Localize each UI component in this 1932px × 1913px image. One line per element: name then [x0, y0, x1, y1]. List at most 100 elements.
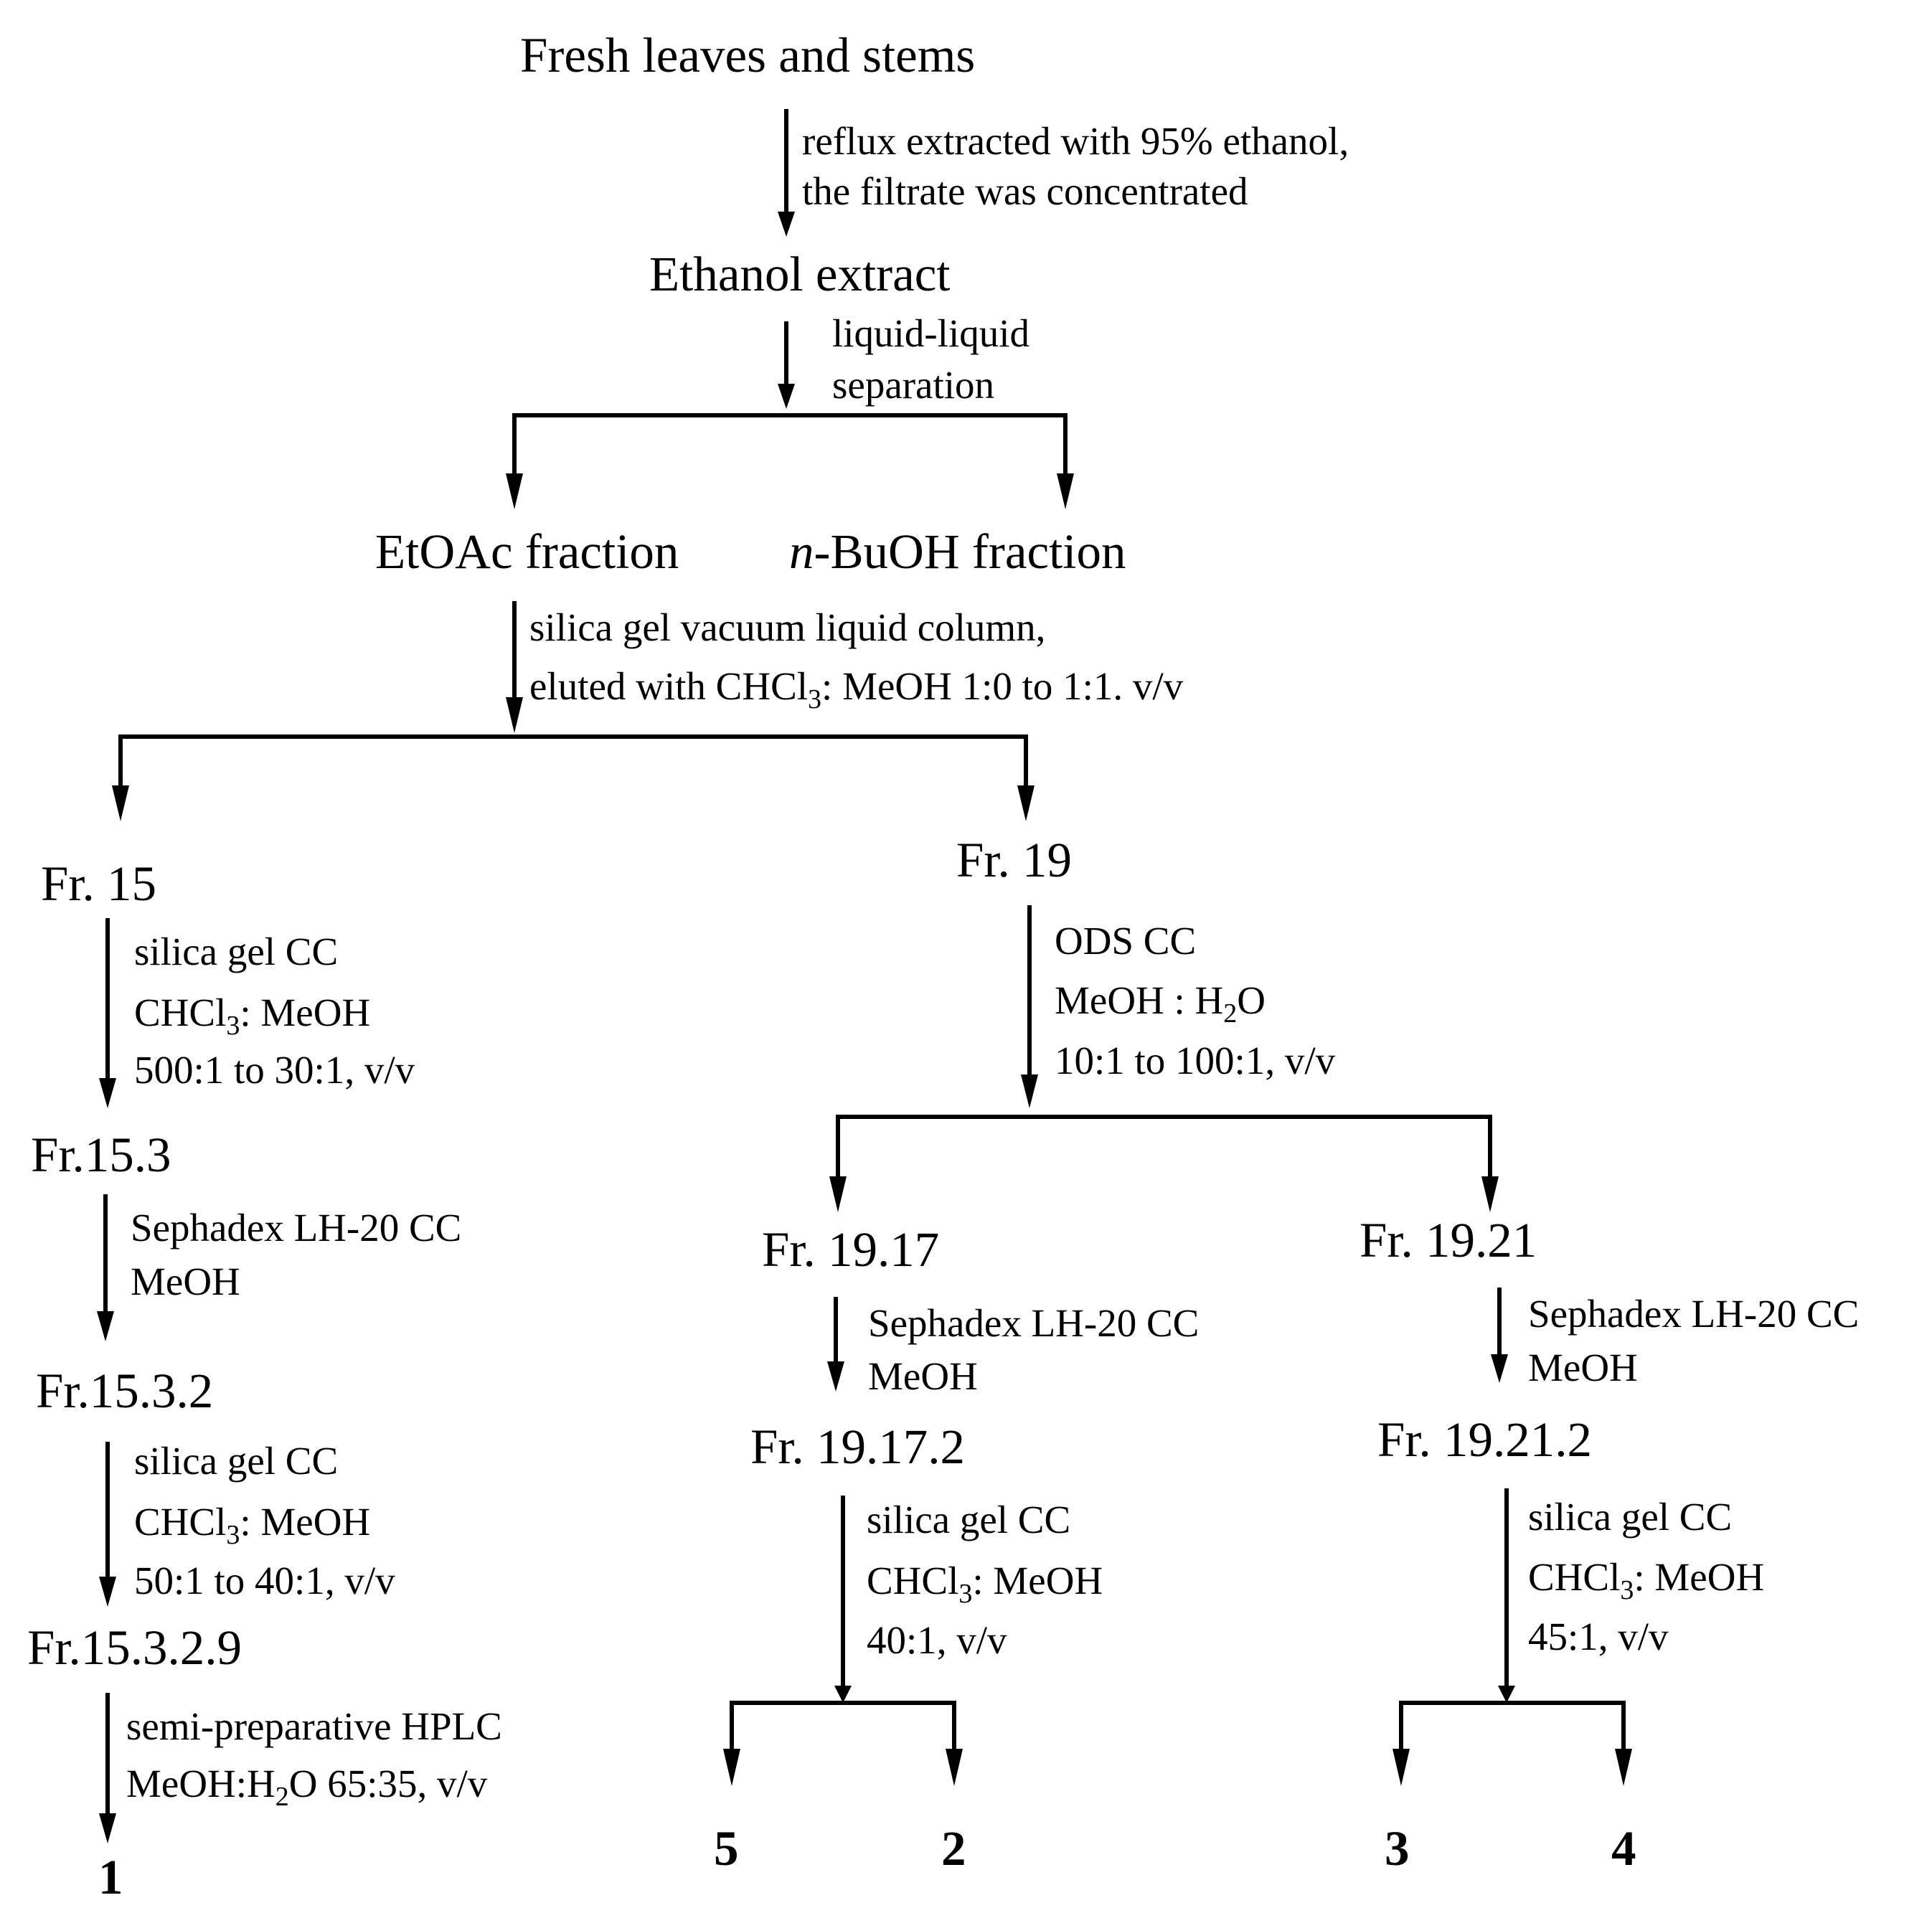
- arrow-head-icon: [99, 1078, 116, 1108]
- fr15-solvent: CHCl: [134, 991, 226, 1034]
- arrow-head-icon: [723, 1749, 740, 1786]
- products: 1 5 2 3 4: [98, 1821, 1636, 1904]
- split-bar-fr19-sub: [836, 1115, 1492, 1176]
- arrow-head-icon: [506, 473, 523, 509]
- step-fr15-3-2-line1: silica gel CC: [134, 1439, 338, 1483]
- arrow-head-icon: [778, 212, 795, 237]
- vlc-subscript: 3: [808, 684, 821, 714]
- fr1532-solvent-rest: : MeOH: [240, 1500, 370, 1544]
- arrow-head-icon: [1491, 1354, 1508, 1383]
- step-fr15-3-2-line3: 50:1 to 40:1, v/v: [134, 1559, 395, 1602]
- node-fr19-21: Fr. 19.21: [1360, 1213, 1537, 1267]
- fr1532-solvent: CHCl: [134, 1500, 226, 1544]
- fr19212-subscript: 3: [1620, 1575, 1634, 1605]
- step-fr19-17-line2: MeOH: [868, 1354, 978, 1398]
- node-fr19: Fr. 19: [956, 833, 1072, 887]
- step-fr19-17-2-line3: 40:1, v/v: [867, 1618, 1007, 1662]
- node-buoh-fraction: n-BuOH fraction: [789, 524, 1126, 579]
- split-bar-products-3-4: [1399, 1701, 1626, 1750]
- compound-3: 3: [1385, 1821, 1410, 1876]
- step-reflux-line2: the filtrate was concentrated: [802, 169, 1248, 213]
- arrow-head-icon: [1393, 1749, 1410, 1786]
- compound-5: 5: [714, 1821, 739, 1876]
- split-bar-fr15-fr19: [118, 735, 1028, 785]
- arrow-head-icon: [1021, 1074, 1038, 1108]
- step-ods-line3: 10:1 to 100:1, v/v: [1055, 1039, 1336, 1082]
- fr19212-solvent: CHCl: [1528, 1555, 1620, 1599]
- ods-solvent: MeOH : H: [1055, 978, 1223, 1022]
- step-fr19-21-line2: MeOH: [1528, 1346, 1638, 1389]
- arrow-head-icon: [1481, 1176, 1499, 1212]
- arrow-head-icon: [829, 1176, 847, 1212]
- split-bar-fractions: [512, 413, 1068, 473]
- vlc-ratio: : MeOH 1:0 to 1:1. v/v: [821, 664, 1184, 708]
- fr15-subscript: 3: [226, 1011, 240, 1041]
- fr15-solvent-rest: : MeOH: [240, 991, 370, 1034]
- step-hplc-line2: MeOH:H2O 65:35, v/v: [126, 1762, 488, 1812]
- step-fr19-17-2-line1: silica gel CC: [867, 1498, 1070, 1541]
- fr19212-solvent-rest: : MeOH: [1634, 1555, 1764, 1599]
- split-bar-products-5-2: [730, 1701, 956, 1750]
- step-vlc-line2: eluted with CHCl3: MeOH 1:0 to 1:1. v/v: [529, 664, 1184, 714]
- arrow-head-icon: [99, 1813, 116, 1843]
- arrow-head-icon: [1615, 1749, 1632, 1786]
- arrow-head-icon: [1057, 473, 1074, 509]
- hplc-solvent: MeOH:H: [126, 1762, 275, 1805]
- buoh-label: -BuOH fraction: [814, 524, 1126, 579]
- node-ethanol-extract: Ethanol extract: [649, 247, 951, 301]
- node-fr19-17-2: Fr. 19.17.2: [750, 1420, 965, 1474]
- step-reflux-line1: reflux extracted with 95% ethanol,: [802, 119, 1349, 163]
- compound-1: 1: [98, 1850, 123, 1904]
- fr19172-subscript: 3: [958, 1579, 972, 1609]
- step-fr15-line3: 500:1 to 30:1, v/v: [134, 1048, 415, 1092]
- nodes: Fresh leaves and stems Ethanol extract E…: [27, 28, 1592, 1675]
- node-fr19-21-2: Fr. 19.21.2: [1377, 1412, 1592, 1467]
- arrow-head-icon: [1498, 1686, 1515, 1703]
- step-ods-line1: ODS CC: [1055, 919, 1196, 963]
- node-fr15-3: Fr.15.3: [31, 1128, 171, 1182]
- hplc-subscript: 2: [275, 1782, 289, 1812]
- steps: reflux extracted with 95% ethanol, the f…: [126, 119, 1859, 1812]
- fr19172-solvent: CHCl: [867, 1559, 958, 1602]
- step-fr19-17-2-line2: CHCl3: MeOH: [867, 1559, 1103, 1609]
- step-lle-line1: liquid-liquid: [832, 311, 1029, 355]
- step-vlc-line1: silica gel vacuum liquid column,: [529, 605, 1045, 649]
- step-fr15-line1: silica gel CC: [134, 930, 338, 973]
- arrow-head-icon: [778, 384, 795, 409]
- arrow-head-icon: [946, 1749, 963, 1786]
- step-fr15-3-line1: Sephadex LH-20 CC: [131, 1206, 461, 1250]
- ods-subscript: 2: [1223, 998, 1237, 1029]
- arrow-head-icon: [834, 1686, 852, 1703]
- node-etoac-fraction: EtOAc fraction: [375, 524, 679, 579]
- arrow-head-icon: [97, 1311, 114, 1341]
- arrow-head-icon: [99, 1577, 116, 1607]
- node-fr15-3-2: Fr.15.3.2: [36, 1364, 213, 1418]
- arrow-head-icon: [112, 785, 129, 821]
- hplc-solvent-rest: O 65:35, v/v: [289, 1762, 488, 1805]
- step-lle-line2: separation: [832, 363, 994, 407]
- node-fr19-17: Fr. 19.17: [762, 1222, 939, 1277]
- step-fr19-21-2-line3: 45:1, v/v: [1528, 1615, 1669, 1658]
- fr19172-solvent-rest: : MeOH: [972, 1559, 1103, 1602]
- arrow-head-icon: [827, 1361, 844, 1392]
- arrow-heads: [97, 212, 1632, 1843]
- vlc-eluent: eluted with CHCl: [529, 664, 808, 708]
- step-fr19-21-2-line2: CHCl3: MeOH: [1528, 1555, 1764, 1605]
- step-fr19-21-2-line1: silica gel CC: [1528, 1495, 1732, 1539]
- node-fresh-leaves: Fresh leaves and stems: [520, 28, 975, 82]
- arrow-head-icon: [1017, 785, 1035, 821]
- compound-4: 4: [1611, 1821, 1636, 1876]
- node-fr15-3-2-9: Fr.15.3.2.9: [27, 1620, 242, 1675]
- ods-solvent-rest: O: [1237, 978, 1266, 1022]
- node-fr15: Fr. 15: [41, 856, 156, 911]
- step-fr19-21-line1: Sephadex LH-20 CC: [1528, 1292, 1859, 1336]
- step-fr15-3-2-line2: CHCl3: MeOH: [134, 1500, 370, 1550]
- arrow-head-icon: [506, 697, 523, 733]
- step-fr19-17-line1: Sephadex LH-20 CC: [868, 1301, 1199, 1345]
- step-fr15-3-line2: MeOH: [131, 1260, 240, 1303]
- step-hplc-line1: semi-preparative HPLC: [126, 1704, 502, 1748]
- buoh-italic-prefix: n: [789, 524, 814, 579]
- compound-2: 2: [941, 1821, 966, 1876]
- step-fr15-line2: CHCl3: MeOH: [134, 991, 370, 1041]
